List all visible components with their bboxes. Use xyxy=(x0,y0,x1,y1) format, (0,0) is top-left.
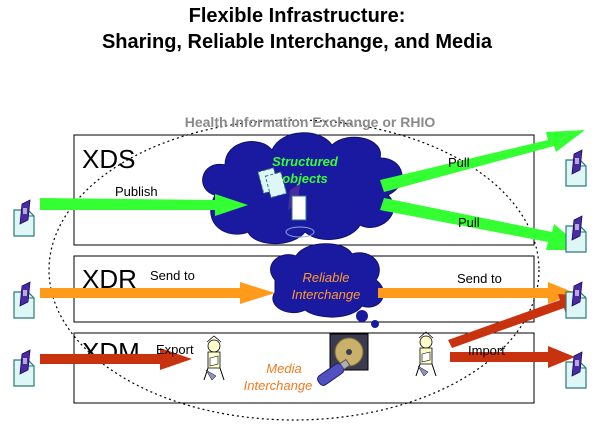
xds-cloud-line-1: Structured xyxy=(272,154,339,169)
pull-arrow-lower xyxy=(380,198,585,250)
document-icon-xds-consumer-2 xyxy=(565,215,587,253)
document-icon-xds-source xyxy=(13,199,35,237)
person-export-icon xyxy=(203,335,225,381)
registry-ring-icon xyxy=(285,226,315,238)
document-icon-xds-consumer-1 xyxy=(565,149,587,187)
media-label-line-2: Interchange xyxy=(244,378,313,393)
xds-cloud xyxy=(202,132,403,245)
cd-hole-icon xyxy=(346,349,352,355)
repository-folder-icon xyxy=(288,184,307,221)
cloud-tail-bubble-2 xyxy=(371,320,379,328)
hie-label: Health Information Exchange or RHIO xyxy=(185,114,436,130)
import-arrow-to-xdr xyxy=(448,294,586,348)
cloud-tail-bubble-1 xyxy=(356,310,368,322)
pull-label-upper: Pull xyxy=(448,155,470,170)
send-label-right: Send to xyxy=(457,271,502,286)
pull-arrow-upper xyxy=(380,130,585,192)
send-arrow-right xyxy=(378,282,575,304)
title-line-1: Flexible Infrastructure: xyxy=(189,5,406,27)
import-label: Import xyxy=(468,343,505,358)
person-import-icon xyxy=(415,331,437,377)
xds-label: XDS xyxy=(82,144,135,174)
title-line-2: Sharing, Reliable Interchange, and Media xyxy=(102,31,493,53)
xdr-cloud-line-2: Interchange xyxy=(292,287,361,302)
publish-label: Publish xyxy=(115,184,158,199)
export-arrow xyxy=(40,348,192,370)
document-icon-xdr-source xyxy=(13,281,35,319)
pull-label-lower: Pull xyxy=(458,215,480,230)
xdr-cloud-line-1: Reliable xyxy=(303,270,350,285)
send-label-left: Send to xyxy=(150,268,195,283)
usb-drive-icon xyxy=(317,358,351,386)
document-stack-icon xyxy=(257,167,288,199)
xdm-section-box xyxy=(73,332,535,404)
export-label: Export xyxy=(156,342,194,357)
publish-arrow xyxy=(40,194,248,216)
hie-boundary-ellipse xyxy=(48,119,540,421)
xdr-cloud xyxy=(270,243,384,318)
document-icon-xdm-source xyxy=(13,349,35,387)
document-icon-xdr-recipient xyxy=(565,281,587,319)
media-label-line-1: Media xyxy=(266,361,301,376)
xds-cloud-line-2: objects xyxy=(282,171,328,186)
import-arrow xyxy=(450,346,575,368)
send-arrow-left xyxy=(40,282,275,304)
